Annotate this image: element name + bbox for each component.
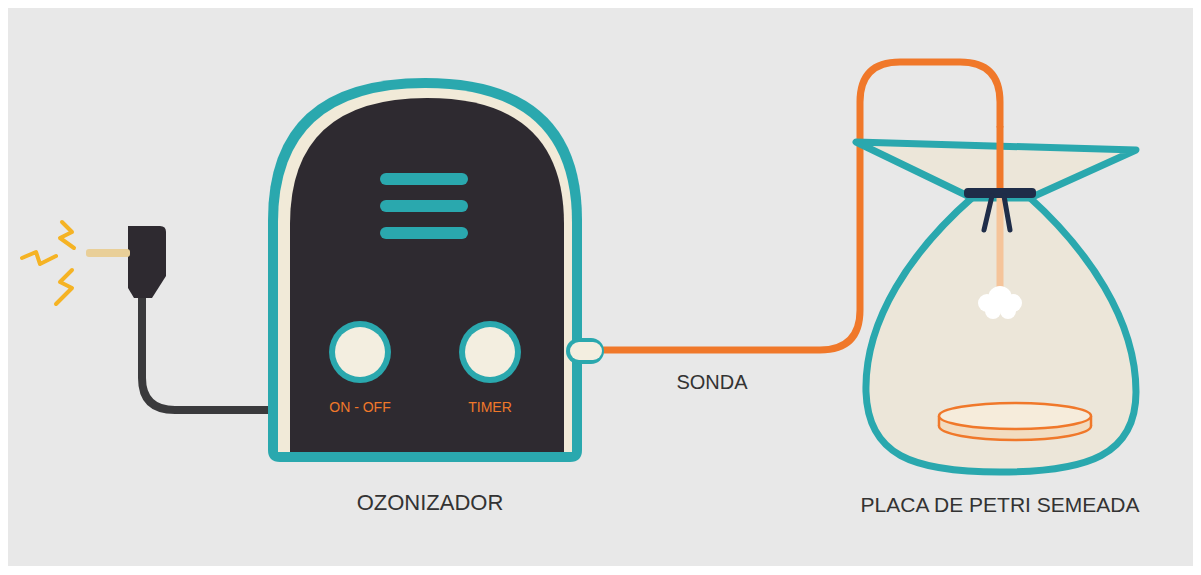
edge-label: SONDA — [676, 370, 747, 394]
panel — [8, 8, 1193, 566]
device-label: PLACA DE PETRI SEMEADA — [861, 492, 1140, 517]
ozonizer-device: ON - OFF TIMER OZONIZADOR — [262, 72, 604, 524]
ozonizer-body — [262, 72, 604, 524]
petri-bag: PLACA DE PETRI SEMEADA — [836, 126, 1164, 526]
button-label: ON - OFF — [329, 399, 390, 416]
spark — [60, 222, 74, 248]
bag-illustration — [836, 126, 1164, 526]
device-label: OZONIZADOR — [357, 490, 504, 516]
plug — [128, 226, 166, 298]
spark — [56, 270, 72, 304]
plug-prong — [86, 249, 130, 257]
button-label: TIMER — [468, 399, 512, 416]
spark — [22, 252, 56, 264]
power-cable — [142, 285, 272, 410]
